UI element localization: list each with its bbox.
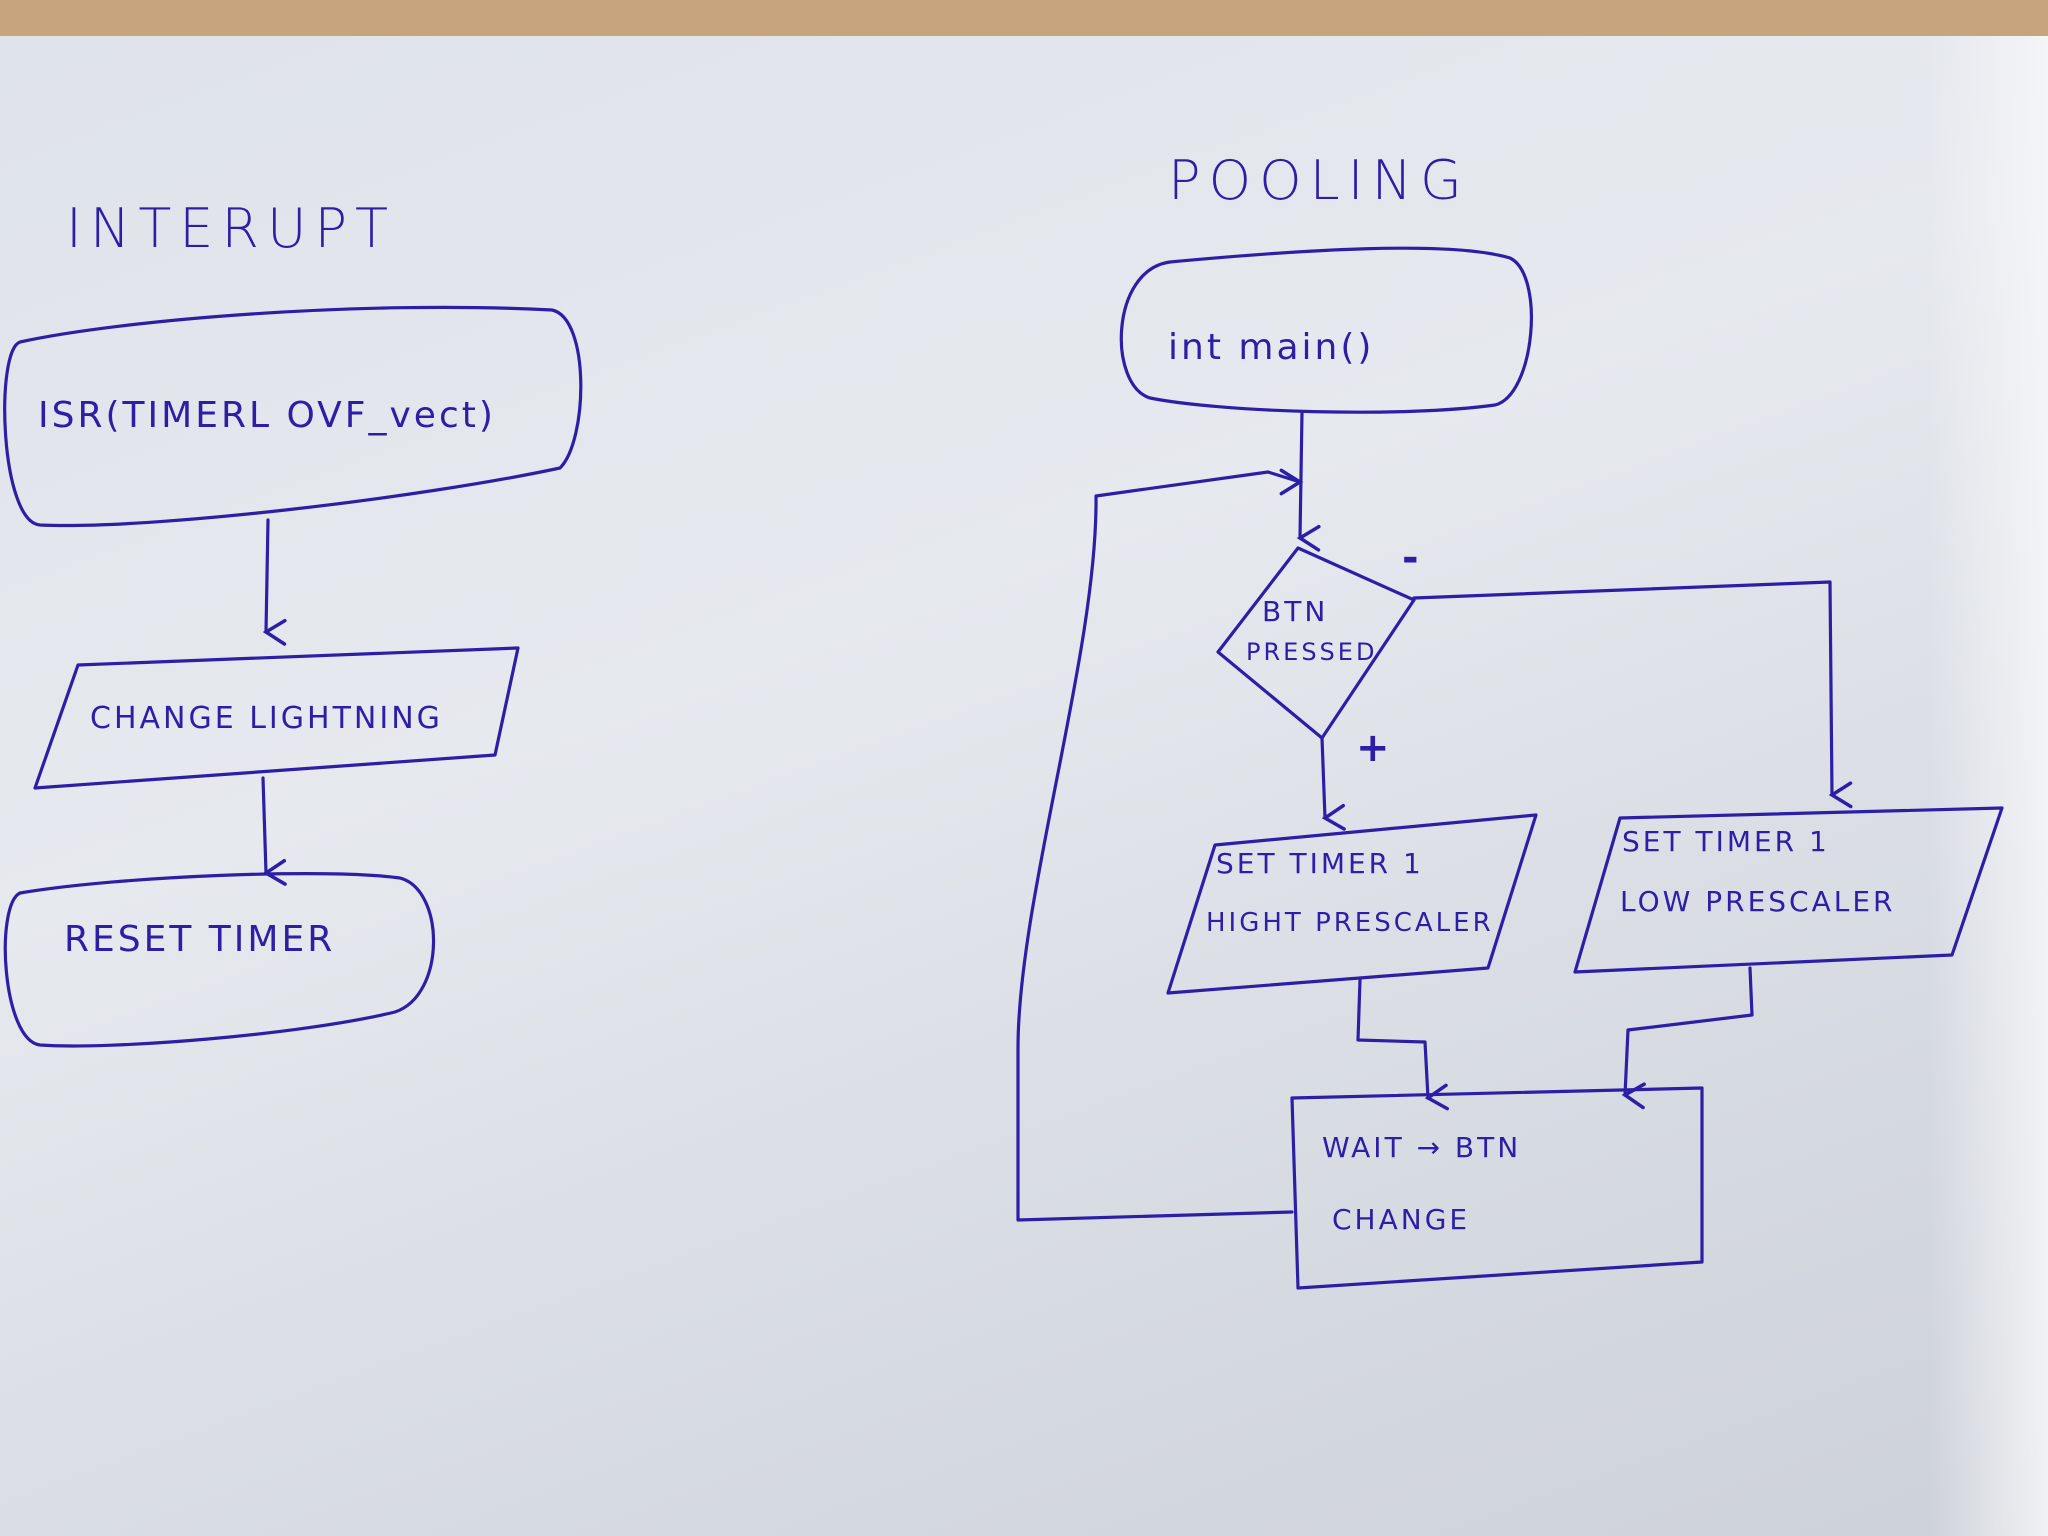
wait-label-line1: WAIT → BTN bbox=[1322, 1131, 1522, 1164]
low-label-line1: SET TIMER 1 bbox=[1622, 825, 1830, 858]
change-lightning-parallelogram bbox=[33, 646, 520, 790]
wait-change-rectangle bbox=[1290, 1086, 1704, 1290]
high-label-line1: SET TIMER 1 bbox=[1216, 847, 1424, 880]
arrow-change-to-reset bbox=[261, 776, 287, 886]
arrow-low-to-wait bbox=[1621, 966, 1754, 1110]
no-branch-mark: - bbox=[1402, 535, 1419, 581]
change-lightning-label: CHANGE LIGHTNING bbox=[90, 701, 443, 736]
decision-label-line1: BTN bbox=[1262, 595, 1329, 628]
arrow-decision-to-high bbox=[1320, 736, 1346, 831]
isr-label: ISR(TIMERL OVF_vect) bbox=[38, 395, 496, 436]
reset-timer-terminator bbox=[3, 872, 436, 1048]
arrow-isr-to-change bbox=[262, 518, 287, 646]
paper-glare bbox=[1928, 36, 2048, 1536]
high-prescaler-parallelogram bbox=[1166, 813, 1538, 995]
reset-timer-label: RESET TIMER bbox=[64, 919, 336, 960]
isr-terminator bbox=[3, 305, 583, 528]
low-prescaler-parallelogram bbox=[1573, 806, 2004, 974]
yes-branch-mark: + bbox=[1356, 725, 1390, 771]
pooling-title: POOLING bbox=[1168, 149, 1470, 212]
high-label-line2: HIGHT PRESCALER bbox=[1206, 908, 1494, 938]
loop-back-arrow bbox=[1016, 468, 1304, 1222]
arrow-decision-to-low bbox=[1412, 580, 1853, 809]
interrupt-title: INTERUPT bbox=[66, 197, 397, 260]
decision-label-line2: PRESSED bbox=[1246, 638, 1378, 666]
wait-label-line2: CHANGE bbox=[1332, 1203, 1471, 1236]
main-terminator bbox=[1119, 246, 1533, 414]
arrow-main-to-decision bbox=[1296, 410, 1321, 552]
arrow-high-to-wait bbox=[1356, 978, 1450, 1111]
main-label: int main() bbox=[1168, 327, 1375, 368]
paper-sheet bbox=[0, 36, 2048, 1536]
low-label-line2: LOW PRESCALER bbox=[1620, 885, 1896, 918]
